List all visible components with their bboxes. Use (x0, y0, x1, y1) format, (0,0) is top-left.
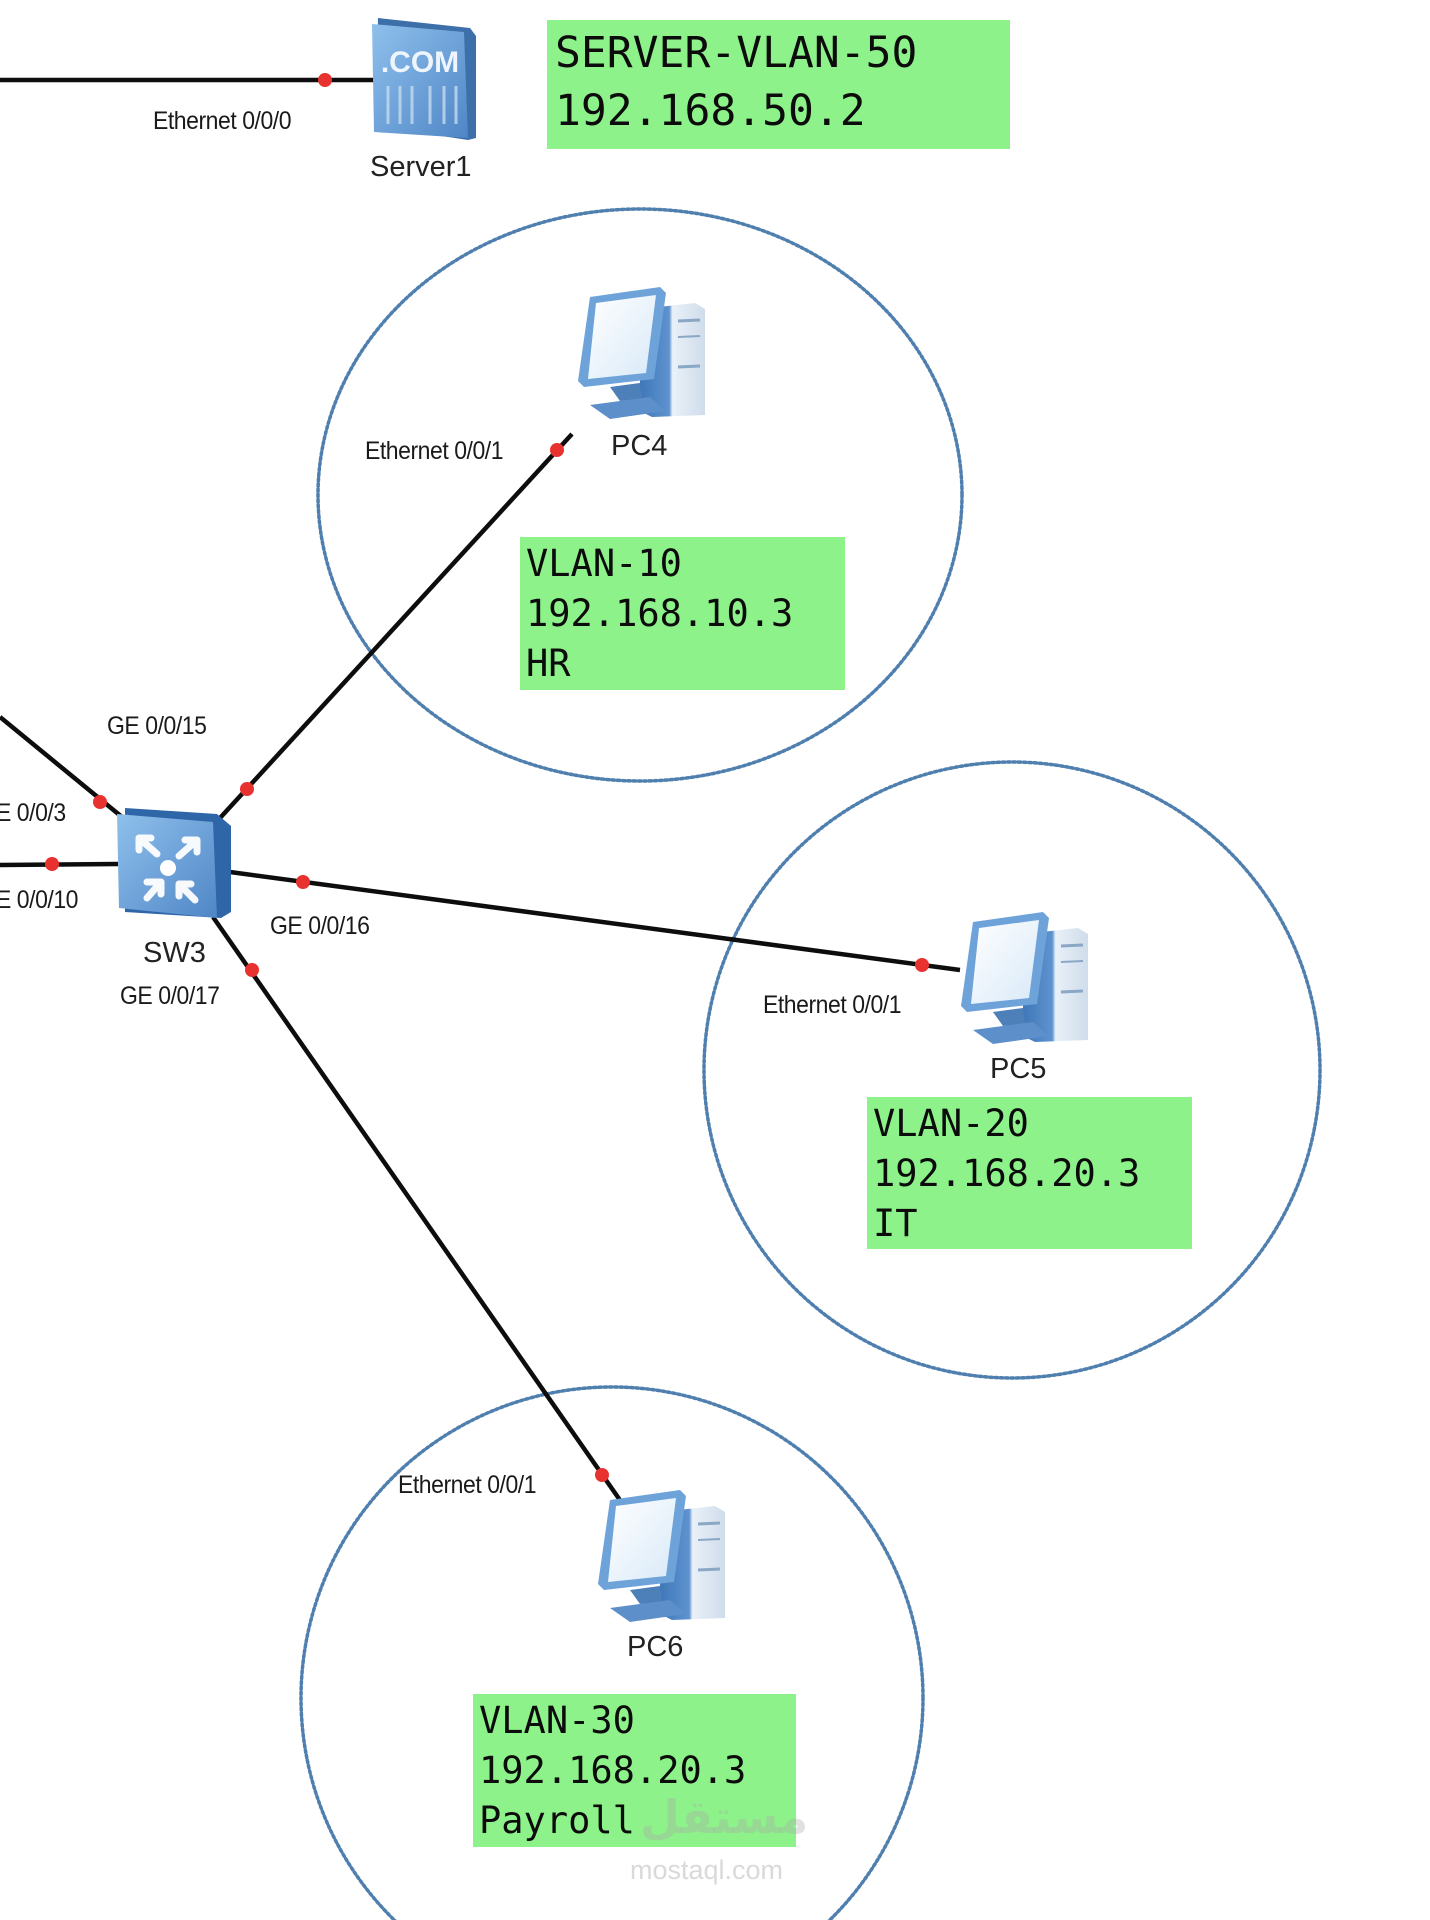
port-dot-sw3-ge10 (45, 857, 59, 871)
port-dot-pc6-eth (595, 1468, 609, 1482)
link-sw3-ge10[interactable] (0, 861, 119, 868)
note-line: 192.168.10.3 (526, 592, 794, 635)
note-line: HR (526, 642, 571, 685)
port-label-sw3-ge10: E 0/0/10 (0, 886, 79, 914)
switch-icon[interactable] (117, 808, 231, 918)
note-line: VLAN-10 (526, 542, 682, 585)
pc6-label: PC6 (627, 1631, 684, 1663)
pc6-icon[interactable] (596, 1488, 727, 1624)
port-label-sw3-ge15: GE 0/0/15 (107, 712, 207, 740)
note-line: IT (873, 1202, 918, 1245)
link-sw3-pc5[interactable] (229, 869, 961, 973)
note-line: 192.168.20.3 (479, 1749, 747, 1792)
vlan10-note: VLAN-10 192.168.10.3 HR (520, 537, 845, 690)
port-label-pc4-eth: Ethernet 0/0/1 (365, 437, 504, 465)
vlan20-note: VLAN-20 192.168.20.3 IT (867, 1097, 1192, 1249)
note-line: VLAN-30 (479, 1699, 635, 1742)
link-sw3-pc4[interactable] (218, 432, 574, 820)
note-line: 192.168.20.3 (873, 1152, 1141, 1195)
server-icon[interactable]: .COM (372, 18, 476, 140)
note-line: VLAN-20 (873, 1102, 1029, 1145)
note-line: Payroll (479, 1799, 635, 1842)
port-dot-pc4-eth (550, 443, 564, 457)
port-dot-sw3-ge3 (93, 795, 107, 809)
server-icon-text: .COM (381, 46, 459, 79)
vlan30-zone (299, 1385, 925, 1920)
port-label-sw3-ge16: GE 0/0/16 (270, 912, 370, 940)
pc5-icon[interactable] (959, 910, 1090, 1046)
vlan10-zone (316, 207, 964, 783)
port-label-pc5-eth: Ethernet 0/0/1 (763, 991, 902, 1019)
port-label-pc6-eth: Ethernet 0/0/1 (398, 1471, 537, 1499)
pc5-label: PC5 (990, 1053, 1047, 1085)
vlan20-zone (702, 760, 1322, 1380)
port-dot-sw3-ge17 (245, 963, 259, 977)
server-vlan-note: SERVER-VLAN-50 192.168.50.2 (547, 20, 1010, 149)
port-dot-sw3-ge15 (240, 782, 254, 796)
note-line: SERVER-VLAN-50 (555, 28, 918, 78)
note-line: 192.168.50.2 (555, 86, 866, 136)
link-sw3-pc6[interactable] (211, 915, 624, 1505)
sw3-label: SW3 (143, 937, 206, 969)
port-dot-pc5-eth (915, 958, 929, 972)
port-label-sw3-ge17: GE 0/0/17 (120, 982, 220, 1010)
pc4-label: PC4 (611, 430, 668, 462)
port-label-server1-eth: Ethernet 0/0/0 (153, 107, 292, 135)
watermark-text: mostaql.com (630, 1855, 784, 1885)
port-dot-server1-eth (318, 73, 332, 87)
server1-label: Server1 (370, 151, 472, 183)
pc4-icon[interactable] (576, 285, 707, 421)
watermark-arabic: مستقل (640, 1790, 809, 1844)
vlan30-note: VLAN-30 192.168.20.3 Payroll (473, 1694, 796, 1847)
port-dot-sw3-ge16 (296, 875, 310, 889)
port-label-sw3-ge3: E 0/0/3 (0, 799, 66, 827)
